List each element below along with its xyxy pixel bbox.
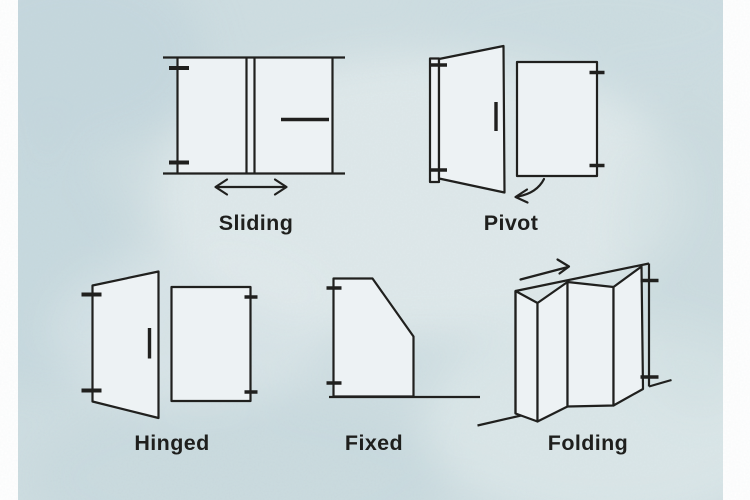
- folding-panel-4: [612, 265, 645, 407]
- hinged-fixed-panel: [170, 285, 252, 403]
- hinged-door-hinge-ticks: [81, 292, 102, 393]
- folding-ground-line-right: [648, 378, 672, 388]
- pivot-direction-arrow-icon: [514, 177, 546, 204]
- fixed-glass-panel: [332, 277, 415, 398]
- folding-panel-1: [514, 289, 539, 423]
- fixed-panel-mount-ticks: [326, 286, 342, 385]
- pivot-fixed-panel-ticks: [589, 70, 605, 168]
- pivot-door-open-panel: [437, 44, 506, 194]
- folding-panel-2: [536, 280, 569, 423]
- pivot-door-diagram: Pivot: [428, 44, 605, 235]
- pivot-label: Pivot: [484, 211, 539, 235]
- fixed-panel-diagram: Fixed: [326, 277, 480, 455]
- sliding-door-mount-ticks: [169, 66, 189, 165]
- folding-hinge-ticks: [640, 278, 659, 379]
- hinged-label: Hinged: [134, 431, 209, 455]
- hinged-fixed-panel-ticks: [244, 295, 258, 394]
- sliding-label: Sliding: [219, 211, 293, 235]
- fold-direction-arrow-icon: [519, 258, 571, 281]
- folding-label: Folding: [548, 431, 628, 455]
- sliding-door-track-rails: [163, 56, 345, 175]
- hinged-door-diagram: Hinged: [81, 270, 258, 455]
- sliding-door-panel-edges: [176, 57, 334, 173]
- folding-panel-3: [566, 280, 615, 408]
- folding-door-diagram: Folding: [477, 258, 672, 455]
- folding-frame-top-rail: [515, 262, 650, 293]
- sliding-door-diagram: Sliding: [163, 56, 345, 235]
- hinged-door-open-panel: [91, 270, 160, 420]
- pivot-fixed-panel: [515, 60, 599, 178]
- pivot-door-pivot-ticks: [430, 63, 447, 172]
- fixed-label: Fixed: [345, 431, 403, 455]
- paper-grain: [18, 0, 723, 500]
- slide-direction-arrow-icon: [214, 178, 288, 196]
- pivot-door-jamb: [428, 57, 441, 184]
